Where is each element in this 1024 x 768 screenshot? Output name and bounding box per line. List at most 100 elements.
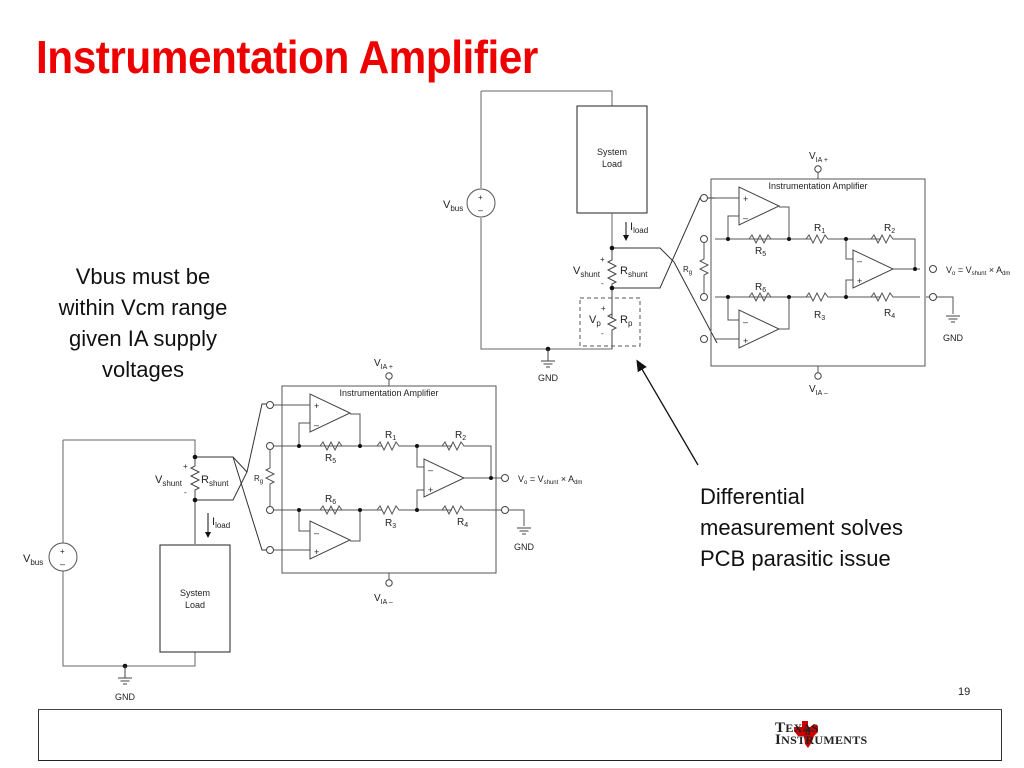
- gnd-label-top: GND: [538, 373, 559, 383]
- iload-label-top: Iload: [630, 221, 648, 235]
- op-minus: –: [857, 256, 862, 266]
- op-amp-icon: [309, 393, 466, 560]
- page-number: 19: [958, 686, 971, 698]
- op-plus: +: [857, 276, 862, 286]
- op-minus: –: [314, 528, 319, 538]
- wire: [481, 90, 613, 106]
- node-dot: [726, 295, 730, 299]
- r1-label: R1: [385, 430, 396, 442]
- ground-icon: [946, 315, 960, 323]
- r2-label: R2: [884, 223, 895, 235]
- node-dot: [297, 444, 301, 448]
- rg-label: Rg: [254, 474, 263, 485]
- op-minus: –: [428, 465, 433, 475]
- pin-icon: [700, 165, 937, 380]
- system-load-label-bottom-2: Load: [185, 600, 205, 610]
- op-minus: –: [743, 213, 748, 223]
- ground-icon: [118, 666, 132, 685]
- r5-label: R5: [325, 453, 336, 465]
- op-amp-icon: [738, 186, 895, 349]
- parasitic-resistor: [606, 306, 618, 349]
- note-line: Differential: [700, 484, 805, 509]
- op-plus: +: [743, 336, 748, 346]
- note-differential: Differential measurement solves PCB para…: [700, 481, 1000, 574]
- note-line: given IA supply: [69, 326, 217, 351]
- r2-label: R2: [455, 430, 466, 442]
- footer-bar: [38, 709, 1002, 761]
- svg-text:ti: ti: [805, 727, 811, 737]
- vo-equation: Vo = Vshunt × Adm: [946, 265, 1010, 277]
- r1-label: R1: [814, 223, 825, 235]
- parasitic-box: [579, 297, 641, 347]
- shunt-resistor: [189, 460, 201, 544]
- node-dot: [358, 508, 362, 512]
- r4-label: R4: [457, 517, 468, 529]
- op-plus: +: [428, 485, 433, 495]
- ground-icon: [517, 527, 531, 535]
- node-dot: [787, 295, 791, 299]
- brand-cap: T: [775, 720, 786, 736]
- gnd-label-bottom: GND: [115, 692, 136, 702]
- note-line: PCB parasitic issue: [700, 546, 891, 571]
- iload-label-bottom: Iload: [212, 516, 230, 530]
- r6-label: R6: [325, 494, 336, 506]
- system-load-label-bottom: System: [180, 588, 210, 598]
- node-dot: [192, 497, 198, 503]
- ia-box-title: Instrumentation Amplifier: [768, 181, 867, 191]
- node-dot: [192, 454, 198, 460]
- r5-label: R5: [755, 246, 766, 258]
- op-plus: +: [314, 401, 319, 411]
- node-dot: [415, 508, 419, 512]
- r3-label: R3: [385, 518, 396, 530]
- slide-title: Instrumentation Amplifier: [36, 31, 538, 83]
- op-minus: –: [743, 317, 748, 327]
- node-dot: [844, 295, 848, 299]
- wire: [480, 218, 613, 350]
- top-circuit: [480, 90, 718, 350]
- vbus-source-bottom: + –: [48, 542, 78, 572]
- r4-label: R4: [884, 308, 895, 320]
- ia-gnd-label: GND: [943, 333, 964, 343]
- minus-sign: –: [478, 205, 483, 215]
- note-vcm-range: Vbus must be within Vcm range given IA s…: [38, 261, 248, 385]
- op-plus: +: [743, 194, 748, 204]
- ia-box-title: Instrumentation Amplifier: [339, 388, 438, 398]
- system-load-label-top-2: Load: [602, 159, 622, 169]
- shunt-minus: -: [184, 488, 187, 497]
- vshunt-label-top: Vshunt: [573, 265, 601, 279]
- ia-block-bottom: + – – + – +: [254, 358, 582, 606]
- node-dot: [297, 508, 301, 512]
- wire: [63, 439, 196, 460]
- vp-label: Vp: [589, 314, 601, 328]
- sense-wires-bottom: [232, 403, 268, 551]
- sense-wire-negative-cross: [673, 261, 718, 344]
- minus-sign: –: [60, 559, 65, 569]
- op-minus: –: [314, 420, 319, 430]
- node-dot: [726, 237, 730, 241]
- wire: [62, 571, 196, 667]
- vo-equation: Vo = Vshunt × Adm: [518, 474, 582, 486]
- node-dot: [609, 245, 615, 251]
- shunt-plus: +: [183, 462, 188, 471]
- node-dot: [787, 237, 791, 241]
- vp-plus: +: [601, 304, 606, 313]
- node-dot: [489, 476, 493, 480]
- vshunt-label-bottom: Vshunt: [155, 474, 183, 488]
- shunt-plus: +: [600, 255, 605, 264]
- ti-logo-icon: ti: [794, 721, 818, 748]
- pointer-arrow-icon: [636, 359, 699, 466]
- shunt-minus: -: [601, 279, 604, 288]
- note-line: voltages: [102, 357, 184, 382]
- note-line: within Vcm range: [58, 295, 228, 320]
- node-dot: [415, 444, 419, 448]
- node-dot: [913, 267, 917, 271]
- rshunt-label-top: Rshunt: [620, 265, 648, 279]
- via-minus-label: VIA –: [374, 593, 393, 606]
- rp-label: Rp: [620, 314, 633, 328]
- vbus-source-top: + –: [466, 188, 496, 218]
- ia-block-top: + – – + – +: [683, 151, 1010, 397]
- via-plus-label: VIA +: [374, 358, 393, 371]
- brand-rest: EXAS: [785, 721, 819, 735]
- node-dot: [844, 237, 848, 241]
